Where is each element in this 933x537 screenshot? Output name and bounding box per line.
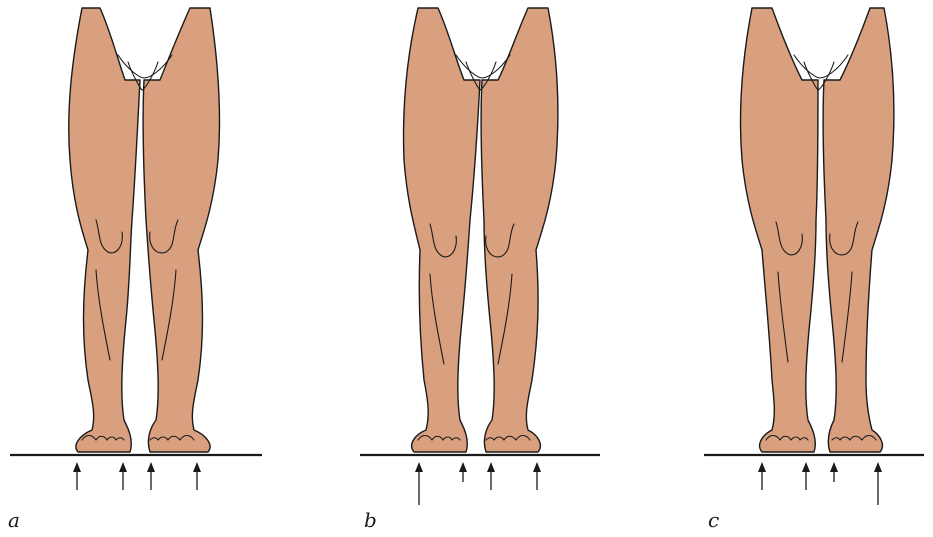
force-arrows	[73, 462, 201, 490]
right-leg	[823, 8, 894, 452]
force-arrow	[830, 462, 838, 482]
right-leg	[143, 8, 219, 452]
left-leg	[69, 8, 140, 452]
panel-c: c	[680, 0, 933, 537]
legs-figure-b	[340, 0, 640, 537]
force-arrow	[802, 462, 810, 490]
force-arrow	[459, 462, 467, 482]
left-leg	[740, 8, 818, 452]
panel-label-a: a	[8, 508, 20, 532]
force-arrows	[758, 462, 882, 505]
force-arrows	[415, 462, 541, 505]
legs-figure-c	[680, 0, 933, 537]
force-arrow	[874, 462, 882, 505]
force-arrow	[73, 462, 81, 490]
panel-a: a	[0, 0, 300, 537]
panel-label-c: c	[708, 508, 719, 532]
force-arrow	[487, 462, 495, 490]
left-leg	[404, 8, 480, 452]
force-arrow	[147, 462, 155, 490]
force-arrow	[758, 462, 766, 490]
force-arrow	[119, 462, 127, 490]
panel-label-b: b	[364, 508, 377, 532]
force-arrow	[533, 462, 541, 490]
panel-b: b	[340, 0, 640, 537]
force-arrow	[193, 462, 201, 490]
legs-figure-a	[0, 0, 300, 537]
right-leg	[481, 8, 558, 452]
force-arrow	[415, 462, 423, 505]
